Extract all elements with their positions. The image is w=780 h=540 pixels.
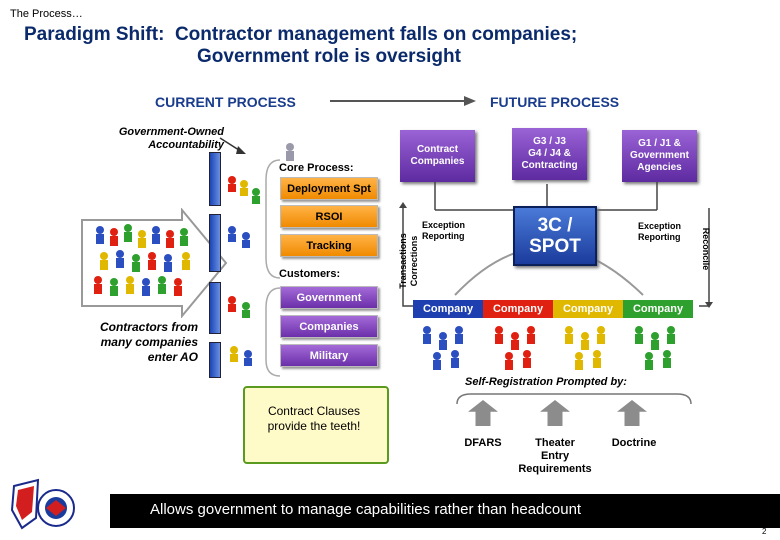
future-process-heading: FUTURE PROCESS — [490, 94, 620, 110]
prompt-doctrine: Doctrine — [611, 437, 657, 449]
core-item-deployment: Deployment Spt — [280, 177, 378, 200]
process-arrow — [330, 96, 476, 106]
company-figures — [423, 326, 675, 370]
core-process-label: Core Process: — [279, 162, 354, 174]
army-logo-icon — [10, 478, 75, 530]
govt-owned-label: Government-Owned Accountability — [118, 126, 224, 151]
prompt-dfars: DFARS — [464, 437, 502, 449]
current-process-heading: CURRENT PROCESS — [155, 94, 296, 110]
core-item-tracking: Tracking — [280, 234, 378, 257]
blue-bar-3 — [209, 282, 221, 334]
company-red: Company — [483, 300, 553, 318]
customer-item-companies: Companies — [280, 315, 378, 338]
prompt-theater: Theater Entry Requirements — [518, 437, 592, 475]
blue-bar-1 — [209, 152, 221, 206]
contractor-crowd — [94, 224, 190, 296]
spot-box: 3C / SPOT — [513, 206, 597, 266]
company-blue: Company — [413, 300, 483, 318]
agency-g3-g4: G3 / J3 G4 / J4 & Contracting — [512, 128, 587, 180]
blue-bar-4 — [209, 342, 221, 378]
section-label: The Process… — [10, 8, 83, 20]
company-yellow: Company — [553, 300, 623, 318]
bottom-banner-text: Allows government to manage capabilities… — [150, 501, 582, 518]
core-figures — [228, 176, 260, 366]
customer-item-government: Government — [280, 286, 378, 309]
agency-g1-govt: G1 / J1 & Government Agencies — [622, 130, 697, 182]
blue-bar-2 — [209, 214, 221, 272]
self-registration-bracket — [456, 393, 692, 405]
exception-reporting-right: Exception Reporting — [638, 221, 682, 242]
bracket-lines — [265, 159, 281, 377]
contract-clauses-text: Contract Clauses provide the teeth! — [267, 404, 361, 433]
contractors-label: Contractors from many companies enter AO — [99, 320, 198, 364]
person-icon — [286, 143, 294, 161]
bottom-banner — [110, 494, 780, 528]
reconcile-label: Reconcile — [701, 227, 711, 271]
core-item-rsoi: RSOI — [280, 205, 378, 228]
page-title-line-2: Government role is oversight — [197, 46, 461, 67]
customer-item-military: Military — [280, 344, 378, 367]
company-green: Company — [623, 300, 693, 318]
transactions-label: Transactions Corrections — [398, 233, 419, 289]
agency-contract-companies: Contract Companies — [400, 130, 475, 182]
page-title-line-1: Paradigm Shift: Contractor management fa… — [24, 24, 578, 45]
govt-owned-arrow — [219, 137, 246, 154]
contract-clauses-scroll — [243, 386, 389, 464]
customers-label: Customers: — [279, 268, 341, 280]
exception-reporting-left: Exception Reporting — [422, 220, 466, 241]
page-number: 2 — [762, 527, 767, 536]
self-registration-label: Self-Registration Prompted by: — [465, 376, 627, 388]
